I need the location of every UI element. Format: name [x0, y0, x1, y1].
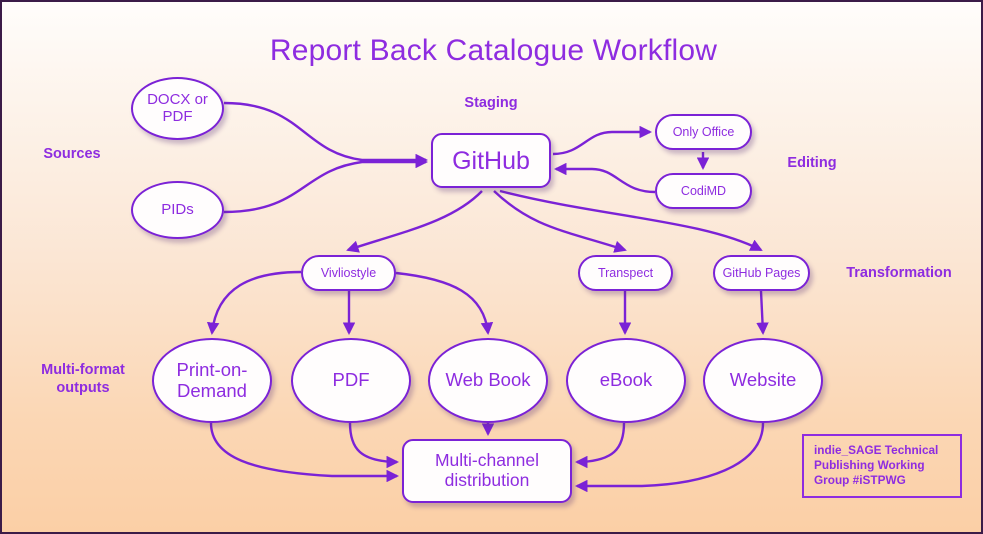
band-label-editing: Editing — [787, 155, 837, 171]
node-github[interactable]: GitHub — [431, 133, 551, 188]
node-pids[interactable]: PIDs — [131, 181, 224, 239]
page-title: Report Back Catalogue Workflow — [269, 34, 718, 67]
node-only-office[interactable]: Only Office — [655, 114, 752, 150]
node-web-book[interactable]: Web Book — [428, 338, 548, 423]
multichannel-label-line2: distribution — [444, 470, 530, 490]
multichannel-label-line1: Multi-channel — [434, 450, 540, 471]
docx-label-line2: PDF — [162, 107, 193, 125]
node-website[interactable]: Website — [703, 338, 823, 423]
node-pdf[interactable]: PDF — [291, 338, 411, 423]
node-transpect[interactable]: Transpect — [578, 255, 673, 291]
docx-label-line1: DOCX or — [147, 90, 208, 108]
outputs-label-line1: Multi-format — [41, 362, 125, 378]
credit-line1: indie_SAGE Technical — [814, 443, 939, 457]
credit-box: indie_SAGE Technical Publishing Working … — [802, 434, 962, 499]
credit-line3: Group #iSTPWG — [814, 473, 906, 488]
node-docx-or-pdf[interactable]: DOCX or PDF — [131, 77, 224, 140]
node-ebook[interactable]: eBook — [566, 338, 686, 423]
node-multichannel-distribution[interactable]: Multi-channel distribution — [402, 439, 572, 503]
band-label-multi-format-outputs: Multi-format outputs — [20, 361, 146, 397]
credit-line2: Publishing Working — [814, 458, 925, 473]
outputs-label-line2: outputs — [56, 380, 110, 397]
pod-label-line2: Demand — [177, 379, 247, 401]
node-codimd[interactable]: CodiMD — [655, 173, 752, 209]
band-label-staging: Staging — [464, 95, 518, 111]
node-vivliostyle[interactable]: Vivliostyle — [301, 255, 396, 291]
node-github-pages[interactable]: GitHub Pages — [713, 255, 810, 291]
band-label-sources: Sources — [43, 146, 101, 162]
pod-label-line1: Print-on- — [176, 358, 248, 380]
band-label-transformation: Transformation — [846, 265, 952, 281]
node-print-on-demand[interactable]: Print-on- Demand — [152, 338, 272, 423]
